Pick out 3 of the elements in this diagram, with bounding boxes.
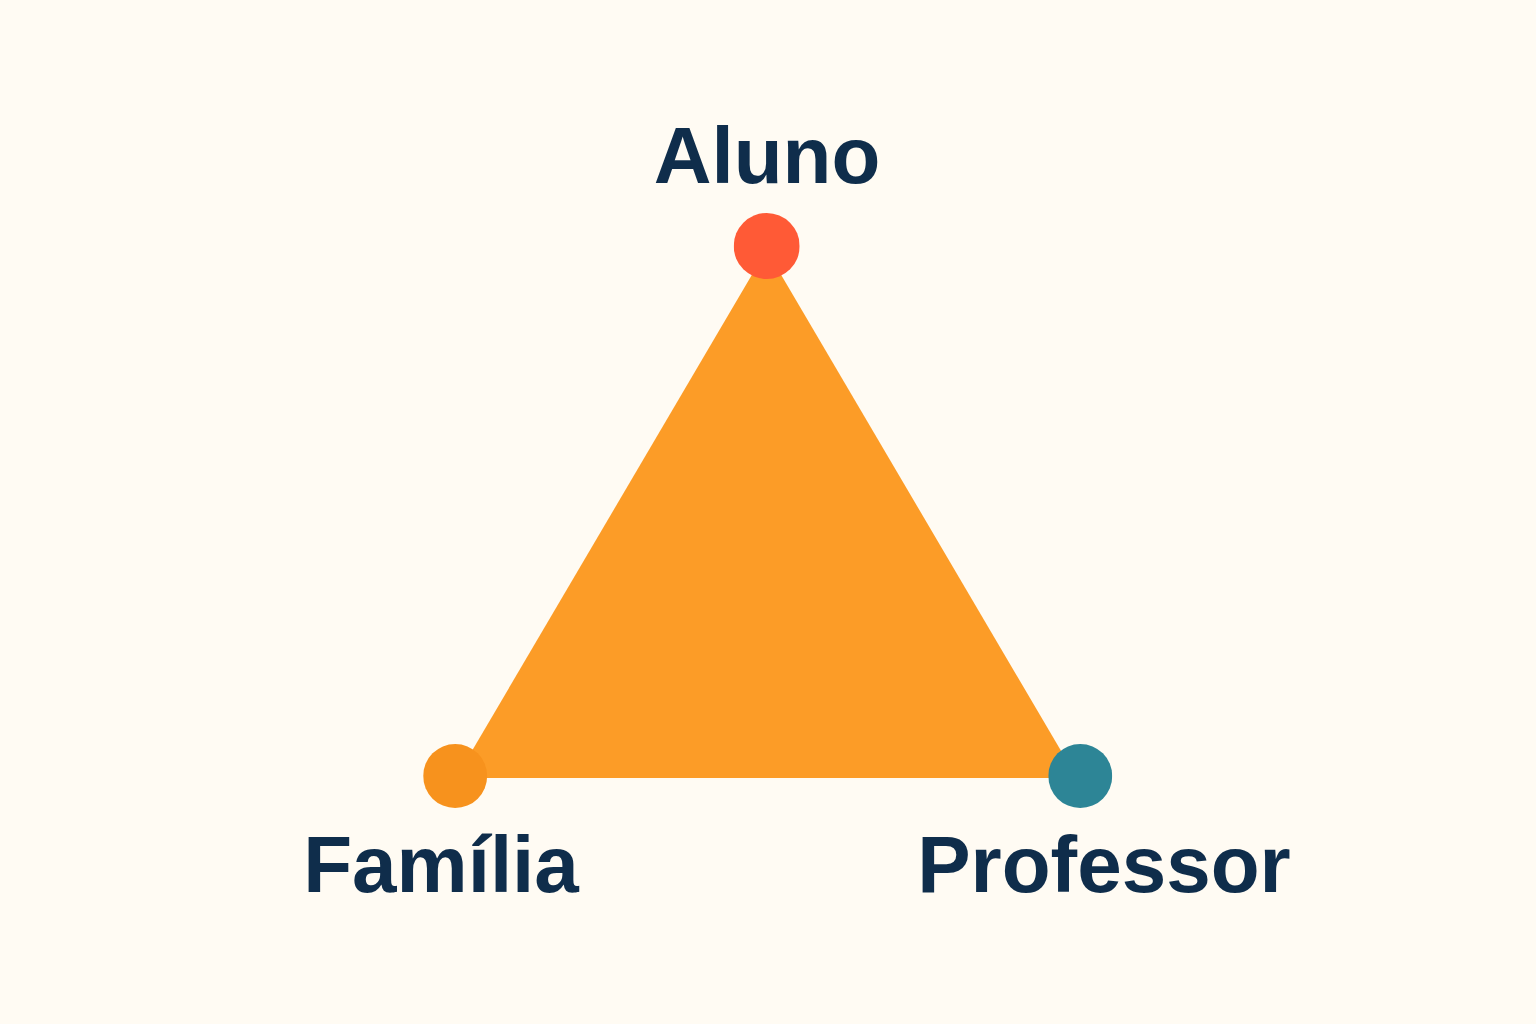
node-label: Professor — [917, 821, 1291, 909]
node-label: Família — [303, 821, 579, 909]
node-label: Aluno — [653, 112, 881, 200]
